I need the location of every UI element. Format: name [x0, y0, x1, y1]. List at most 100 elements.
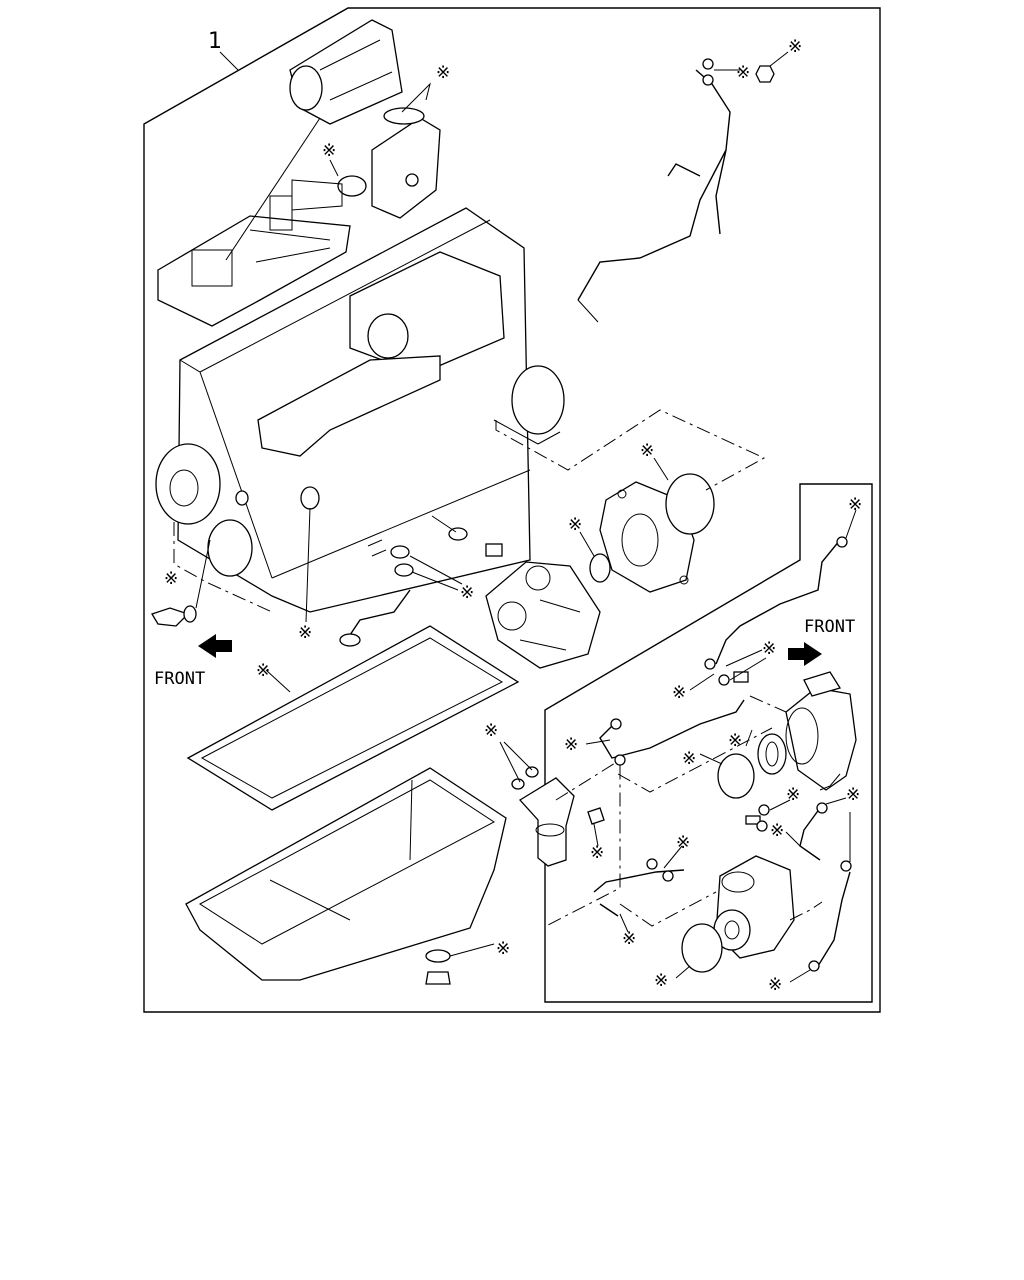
seal-ring-b [394, 563, 414, 577]
block-oring-mark: ※ [298, 623, 312, 643]
right-line-leader [825, 797, 851, 862]
oil-strainer [339, 633, 361, 647]
front-arrow-main [198, 634, 232, 658]
seal-ring-mark: ※ [460, 583, 474, 603]
manifold-gasket-bracket [269, 195, 293, 231]
return-fitting-top [610, 718, 622, 730]
filter-oring-leader [499, 741, 533, 783]
filter-kit-boundary [545, 759, 621, 927]
harness-nut-mark: ※ [788, 37, 802, 57]
flywheel-housing-seal [493, 365, 565, 445]
pump-gear-oring-mark: ※ [568, 515, 582, 535]
filter-bolt-mark: ※ [590, 843, 604, 863]
compressor-line-leader-bottom [619, 913, 629, 933]
oil-feed-fitting-mark: ※ [848, 495, 862, 515]
right-line-mark-bottom: ※ [768, 975, 782, 995]
crank-pulley [155, 443, 221, 525]
elbow-gasket-mark: ※ [322, 141, 336, 161]
feed-washer-a [704, 658, 716, 670]
cylinder-head-cover [349, 251, 505, 375]
pulley-seal [235, 490, 249, 506]
throttle-gasket-leader [401, 82, 431, 113]
air-compressor [713, 855, 795, 959]
return-fitting-leader [585, 739, 611, 745]
inset-washer-leader [769, 799, 791, 811]
seal-ring-pin [367, 539, 387, 557]
pump-washer-rod [431, 515, 457, 533]
turbocharger [785, 671, 857, 791]
front-label-inset: FRONT [804, 617, 855, 637]
drain-plug-washer [425, 949, 451, 963]
pump-gear-oring-leader [579, 531, 595, 557]
kit-outline-frame [143, 7, 881, 1013]
feed-washer-leader [725, 649, 767, 681]
turbo-oring [717, 753, 755, 799]
throttle-body-assembly [289, 19, 403, 125]
right-line-washer-b [840, 860, 852, 872]
exhaust-manifold [257, 355, 441, 457]
intake-elbow-pipe [371, 117, 441, 219]
feed-washer-b [718, 674, 730, 686]
oil-filter [518, 777, 575, 867]
filter-oring-b [525, 766, 539, 778]
compressor-oring-leader [675, 965, 691, 979]
turbo-oring-leader [699, 753, 723, 765]
compressor-line-washer-b [662, 870, 674, 882]
right-line-washer-c [808, 960, 820, 972]
compressor-right-boundary [789, 901, 823, 921]
filter-oring-mark: ※ [484, 721, 498, 741]
timing-cover-oring-mark: ※ [640, 441, 654, 461]
block-oring-leader [305, 507, 311, 623]
inset-bolt-mark: ※ [770, 821, 784, 841]
drain-plug [425, 971, 451, 985]
right-line-leader-bottom [789, 969, 811, 983]
seal-ring-leader [409, 555, 463, 591]
manifold-gasket [291, 179, 343, 211]
feed-washer-mark-b: ※ [672, 683, 686, 703]
turbo-oil-return-line [599, 699, 745, 759]
filter-bolt-leader [593, 823, 599, 847]
front-label-main: FRONT [154, 669, 205, 689]
harness-nut-leader [769, 51, 789, 67]
turbo-oring-mark: ※ [682, 749, 696, 769]
turbo-clamp [757, 733, 787, 775]
compressor-line-washer-a [646, 858, 658, 870]
turbo-clamp-leader [745, 729, 753, 747]
return-fitting-mark: ※ [564, 735, 578, 755]
fuel-injection-pump [485, 561, 601, 669]
harness-nut [755, 65, 775, 83]
throttle-gasket-mark: ※ [436, 63, 450, 83]
right-line-washer-a [816, 802, 828, 814]
kit-boundary-block [173, 522, 273, 613]
elbow-gasket [337, 175, 367, 197]
throttle-gasket [383, 107, 425, 125]
pump-bolt [485, 543, 503, 557]
filter-oring-a [511, 778, 525, 790]
kit-number-leader [219, 51, 239, 71]
intake-manifold [157, 215, 351, 327]
filter-bolt [587, 807, 605, 825]
kit-number-callout: 1 [208, 29, 222, 54]
feed-washer-mark: ※ [762, 639, 776, 659]
drain-plug-mark: ※ [496, 939, 510, 959]
inset-boundary-mid [617, 727, 773, 793]
pump-washer [448, 527, 468, 541]
oil-strainer-tube [347, 589, 411, 639]
seal-ring-a [390, 545, 410, 559]
inset-washer-a [758, 804, 770, 816]
feed-washer-leader-b [689, 673, 715, 691]
oil-pipe-leader [195, 539, 211, 609]
front-arrow-inset [788, 642, 822, 666]
timing-cover-oring [665, 473, 715, 535]
kit-boundary-upper [495, 409, 766, 491]
timing-cover-oring-leader [653, 457, 669, 481]
oil-pan [185, 767, 507, 981]
oil-pipe-washer [183, 605, 197, 623]
inset-washer-mark: ※ [786, 785, 800, 805]
compressor-boundary [619, 891, 717, 927]
turbo-inset-frame [544, 483, 873, 1003]
harness-fitting [702, 58, 714, 70]
harness-fitting-lower [702, 74, 714, 86]
inset-washer-b [756, 820, 768, 832]
